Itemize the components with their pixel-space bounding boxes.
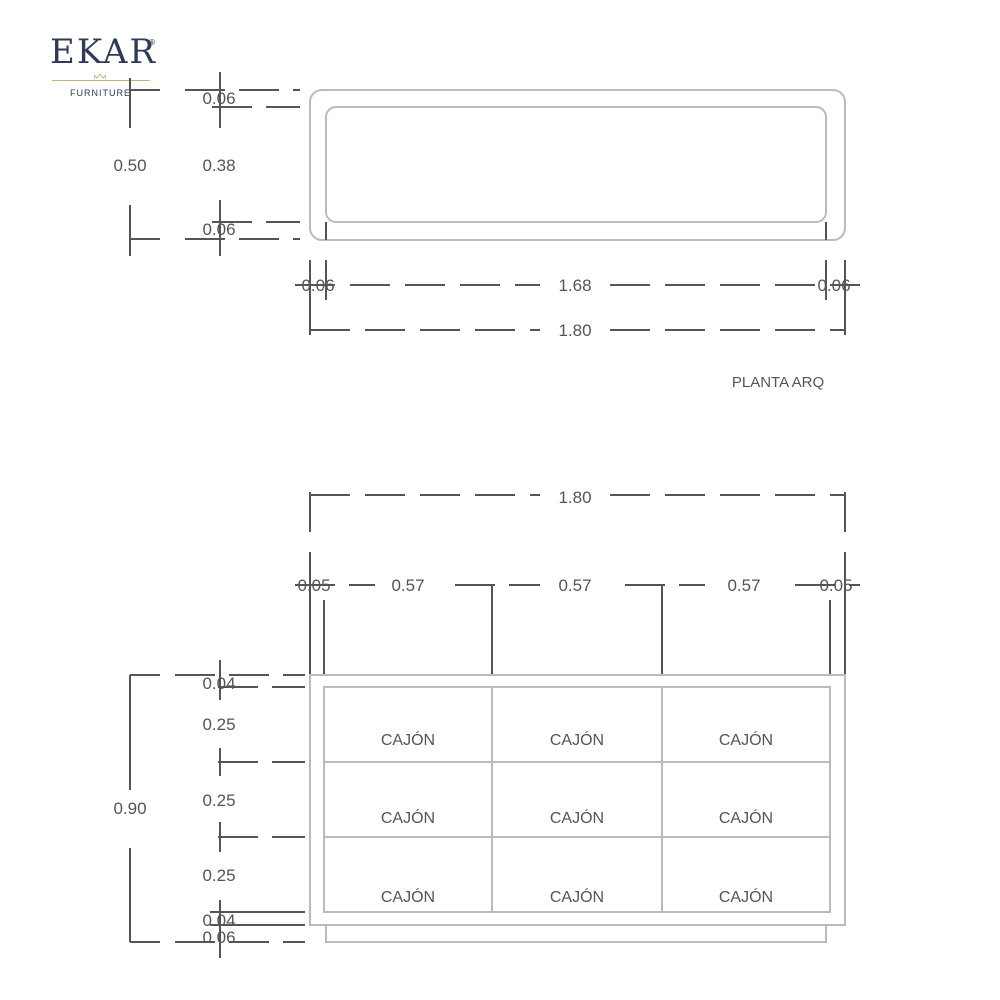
- plan-depth-inner-label: 0.38: [202, 156, 235, 175]
- elevation-side-left-label: 0.05: [297, 576, 330, 595]
- drawer-label: CAJÓN: [719, 808, 773, 827]
- plan-width-total-label: 1.80: [558, 321, 591, 340]
- drawer-label: CAJÓN: [719, 730, 773, 749]
- plan-outline: [309, 89, 846, 241]
- brand-name: EKAR: [50, 32, 157, 72]
- elevation-col-3-label: 0.57: [727, 576, 760, 595]
- brand-tagline: FURNITURE: [70, 88, 131, 98]
- elevation-height-dimensions: [129, 660, 305, 958]
- elevation-col-1-label: 0.57: [391, 576, 424, 595]
- elevation-side-right-label: 0.05: [819, 576, 852, 595]
- plan-depth-total-label: 0.50: [113, 156, 146, 175]
- drawer-label: CAJÓN: [381, 887, 435, 906]
- plan-depth-dimensions: [129, 72, 300, 256]
- drawer-label: CAJÓN: [550, 887, 604, 906]
- drawer-label: CAJÓN: [550, 808, 604, 827]
- elevation-row-2-label: 0.25: [202, 791, 235, 810]
- cabinet-outline: [309, 674, 846, 943]
- plan-view-title: PLANTA ARQ: [732, 374, 824, 391]
- elevation-top-margin-label: 0.04: [202, 674, 235, 693]
- plan-depth-bottom-label: 0.06: [202, 220, 235, 239]
- elevation-width-dimensions: [295, 492, 860, 675]
- elevation-col-2-label: 0.57: [558, 576, 591, 595]
- elevation-bottom-margin-label: 0.04: [202, 911, 235, 930]
- registered-mark: ®: [148, 38, 156, 47]
- elevation-width-total-label: 1.80: [558, 488, 591, 507]
- elevation-height-total-label: 0.90: [113, 799, 146, 818]
- plan-width-left-label: 0.06: [301, 276, 334, 295]
- drawer-label: CAJÓN: [381, 730, 435, 749]
- plan-width-inner-label: 1.68: [558, 276, 591, 295]
- drawer-label: CAJÓN: [719, 887, 773, 906]
- brand-logo: EKAR ® FURNITURE: [50, 32, 160, 98]
- plan-width-right-label: 0.06: [817, 276, 850, 295]
- drawer-label: CAJÓN: [550, 730, 604, 749]
- plan-width-dimensions: [295, 260, 860, 335]
- elevation-base-label: 0.06: [202, 928, 235, 947]
- plan-depth-top-label: 0.06: [202, 89, 235, 108]
- drawer-label: CAJÓN: [381, 808, 435, 827]
- elevation-row-1-label: 0.25: [202, 715, 235, 734]
- drawer-grid: CAJÓN CAJÓN CAJÓN CAJÓN CAJÓN CAJÓN CAJÓ…: [381, 730, 773, 906]
- logo-divider: [52, 80, 150, 81]
- elevation-row-3-label: 0.25: [202, 866, 235, 885]
